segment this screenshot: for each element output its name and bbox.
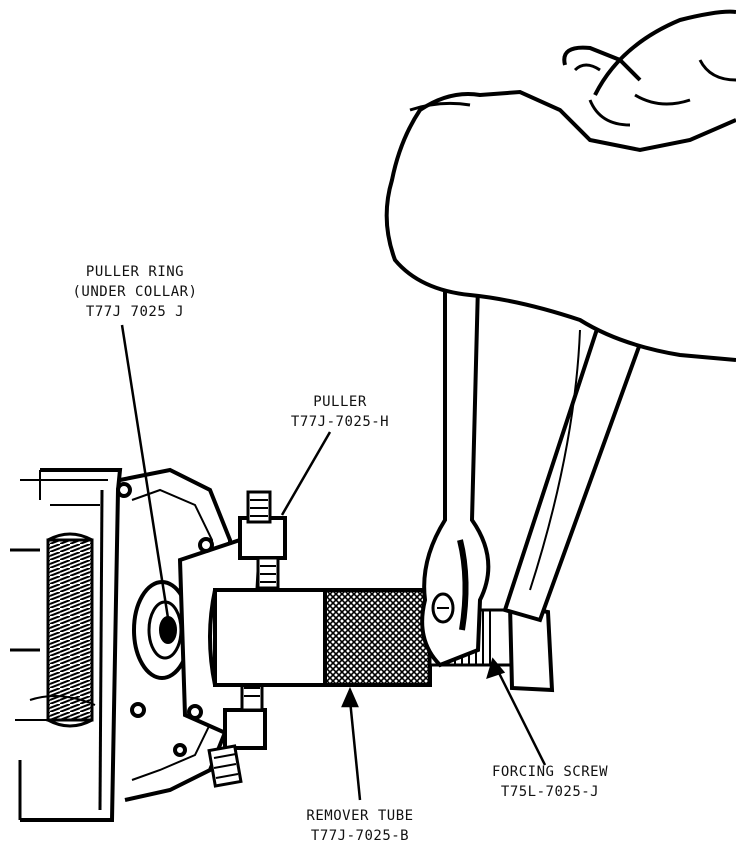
puller-ring-part-number: T77J 7025 J xyxy=(85,304,185,320)
puller-bolts xyxy=(207,490,280,788)
leader-forcing-screw xyxy=(493,664,547,766)
remover-tube xyxy=(208,588,432,687)
gear xyxy=(46,532,94,728)
remover-tube-title: REMOVER TUBE xyxy=(306,808,414,824)
leader-puller xyxy=(280,431,332,516)
forcing-screw-title: FORCING SCREW xyxy=(491,764,609,780)
leader-puller-ring xyxy=(120,324,170,619)
forcing-screw-part-number: T75L-7025-J xyxy=(500,784,600,800)
forcing-screw-handle xyxy=(502,317,648,623)
label-puller: PULLER T77J-7025-H xyxy=(270,392,410,432)
leader-remover-tube xyxy=(348,699,362,801)
hand xyxy=(384,9,736,362)
puller-part-number: T77J-7025-H xyxy=(290,414,390,430)
puller-ring-title: PULLER RING xyxy=(85,264,185,280)
remover-tube-part-number: T77J-7025-B xyxy=(310,828,410,844)
puller-title: PULLER xyxy=(313,394,367,410)
label-puller-ring: PULLER RING (UNDER COLLAR) T77J 7025 J xyxy=(50,262,220,322)
label-forcing-screw: FORCING SCREW T75L-7025-J xyxy=(460,762,640,802)
leader-lines xyxy=(120,324,547,801)
puller-ring-note: (UNDER COLLAR) xyxy=(72,284,198,300)
wrench xyxy=(420,283,491,668)
label-remover-tube: REMOVER TUBE T77J-7025-B xyxy=(275,806,445,846)
